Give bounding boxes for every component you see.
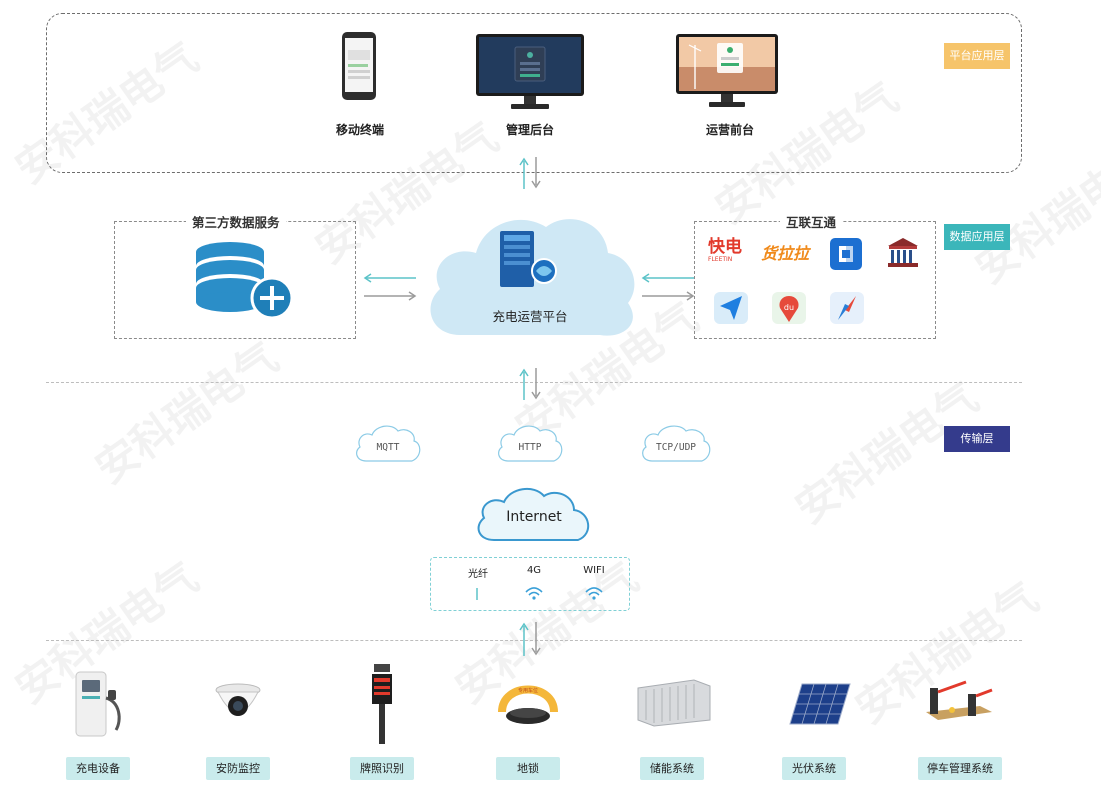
device-solar-label: 光伏系统 (782, 757, 846, 780)
device-plate-label: 牌照识别 (350, 757, 414, 780)
compass-map-app-icon (830, 292, 864, 324)
platform-layer-frame (46, 13, 1022, 173)
connection-4g-label: 4G (526, 565, 542, 576)
mobile-terminal-label: 移动终端 (335, 123, 384, 137)
connection-types-box (430, 557, 630, 611)
device-storage-label: 储能系统 (640, 757, 704, 780)
device-charger-label: 充电设备 (66, 757, 130, 780)
interconnect-title: 互联互通 (780, 212, 843, 231)
app-tile-blue-icon (830, 238, 862, 270)
bidirectional-arrow-icon (519, 157, 541, 189)
protocol-mqtt-label: MQTT (376, 442, 400, 453)
transport-layer-tag: 传输层 (944, 426, 1010, 452)
energy-storage-container-icon (637, 679, 711, 727)
baidu-map-text: du (784, 303, 794, 312)
huolala-logo-text: 货拉拉 (761, 244, 810, 263)
admin-backend-label: 管理后台 (505, 123, 554, 137)
government-building-icon (888, 238, 918, 267)
layer-divider (46, 640, 1022, 641)
parking-lock-icon: 专用车位 (498, 685, 558, 724)
mobile-terminal-icon (342, 32, 376, 100)
map-navigation-app-icon (714, 292, 748, 324)
layer-divider (46, 382, 1022, 383)
bidirectional-arrow-icon (519, 368, 541, 400)
device-lock-label: 地锁 (496, 757, 560, 780)
protocol-cloud (356, 425, 421, 462)
database-add-icon (196, 242, 294, 320)
connection-wifi-label: WIFI (583, 565, 605, 576)
fiber-line-icon (476, 588, 478, 600)
protocol-tcp-udp-label: TCP/UDP (655, 442, 697, 453)
solar-panel-icon (789, 683, 851, 725)
connection-fiber-label: 光纤 (468, 569, 488, 580)
admin-backend-monitor-icon (476, 34, 584, 109)
operation-platform-cloud (430, 219, 635, 336)
data-layer-tag: 数据应用层 (944, 224, 1010, 250)
kuaidian-logo-text: 快电 (708, 237, 742, 257)
parking-lock-text: 专用车位 (518, 687, 538, 694)
third-party-data-title: 第三方数据服务 (186, 212, 286, 231)
device-security-label: 安防监控 (206, 757, 270, 780)
left-bidirectional-arrow-icon (363, 273, 417, 301)
kuaidian-sub-text: FLEETIN (708, 256, 733, 263)
security-camera-icon (215, 683, 261, 716)
4g-signal-icon (525, 587, 543, 600)
protocol-http-label: HTTP (518, 442, 542, 453)
operations-frontend-label: 运营前台 (705, 123, 754, 137)
internet-label: Internet (506, 509, 562, 525)
baidu-map-app-icon: du (772, 292, 806, 324)
protocol-cloud (642, 425, 711, 462)
core-platform-label: 充电运营平台 (492, 309, 568, 324)
app-tile-kuaidian: 快电 FLEETIN (708, 238, 754, 272)
protocol-cloud (498, 425, 563, 462)
platform-layer-tag: 平台应用层 (944, 43, 1010, 69)
license-plate-recognition-icon (372, 664, 392, 744)
parking-management-icon (926, 680, 993, 720)
right-bidirectional-arrow-icon (641, 273, 695, 301)
wifi-signal-icon (585, 587, 603, 600)
device-parking-label: 停车管理系统 (918, 757, 1002, 780)
operations-frontend-monitor-icon (676, 34, 778, 107)
watermark: 安科瑞电气 (86, 332, 287, 494)
internet-cloud (477, 487, 589, 541)
charging-equipment-icon (75, 671, 121, 737)
bidirectional-arrow-icon (519, 622, 541, 656)
